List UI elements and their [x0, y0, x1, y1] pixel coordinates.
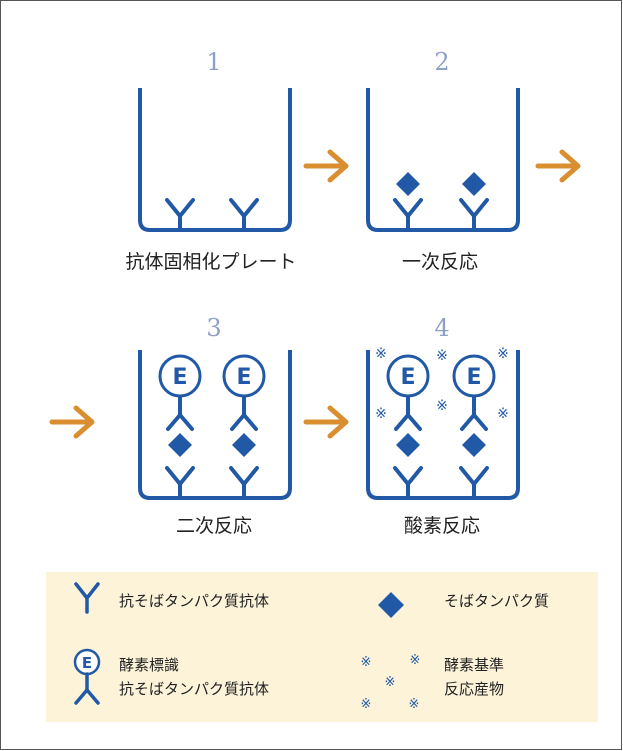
arrow-right-icon	[49, 405, 95, 439]
legend-protein-label: そばタンパク質	[444, 592, 549, 610]
substrate-product-icon: ※	[497, 346, 509, 362]
substrate-product-icon: ※	[436, 348, 448, 364]
substrate-product-icon: ※	[410, 653, 421, 668]
enzyme-letter: E	[466, 365, 481, 390]
legend-antibody-label: 抗そばタンパク質抗体	[119, 592, 269, 610]
step-4-number: 4	[434, 314, 449, 342]
capture-antibody-icon	[229, 198, 259, 232]
step-1-caption: 抗体固相化プレート	[125, 251, 296, 273]
step-3-well	[138, 350, 292, 500]
substrate-product-icon: ※	[361, 655, 372, 670]
detection-antibody-icon	[166, 413, 194, 431]
step-4-caption: 酸素反応	[404, 515, 480, 537]
substrate-product-icon: ※	[385, 675, 396, 690]
enzyme-label-icon	[452, 354, 496, 398]
protein-diamond-icon	[462, 172, 486, 196]
step-1-well	[138, 88, 292, 232]
capture-antibody-icon	[393, 198, 423, 232]
legend-box	[46, 572, 598, 722]
capture-antibody-icon	[165, 466, 195, 500]
protein-diamond-icon	[168, 433, 192, 457]
detection-antibody-icon	[460, 413, 488, 431]
antibody-icon	[74, 582, 100, 614]
substrate-product-icon: ※	[497, 406, 509, 422]
detection-antibody-icon	[230, 413, 258, 431]
capture-antibody-icon	[165, 198, 195, 232]
substrate-product-icon: ※	[375, 346, 387, 362]
protein-diamond-icon	[232, 433, 256, 457]
legend-substrate-line2: 反応産物	[444, 680, 504, 698]
enzyme-letter: E	[400, 365, 415, 390]
step-1-number: 1	[206, 48, 221, 76]
step-2-well	[366, 88, 520, 232]
enzyme-letter: E	[172, 365, 187, 390]
substrate-product-icon: ※	[409, 697, 420, 712]
enzyme-letter: E	[82, 654, 92, 672]
protein-diamond-icon	[396, 433, 420, 457]
legend-substrate-line1: 酵素基準	[444, 656, 504, 674]
capture-antibody-icon	[393, 466, 423, 500]
substrate-product-icon: ※	[375, 406, 387, 422]
protein-diamond-icon	[396, 172, 420, 196]
step-3-number: 3	[206, 314, 221, 342]
protein-diamond-icon	[462, 433, 486, 457]
step-2-caption: 一次反応	[402, 251, 478, 273]
capture-antibody-icon	[459, 198, 489, 232]
step-3-caption: 二次反応	[176, 515, 252, 537]
arrow-right-icon	[303, 405, 349, 439]
legend-enzyme-line2: 抗そばタンパク質抗体	[119, 680, 269, 698]
enzyme-antibody-icon	[74, 672, 100, 705]
capture-antibody-icon	[229, 466, 259, 500]
arrow-right-icon	[535, 149, 581, 183]
enzyme-letter: E	[236, 365, 251, 390]
step-4-well	[366, 350, 520, 500]
capture-antibody-icon	[459, 466, 489, 500]
detection-antibody-icon	[394, 413, 422, 431]
enzyme-label-icon	[222, 354, 266, 398]
arrow-right-icon	[303, 149, 349, 183]
substrate-product-icon: ※	[361, 697, 372, 712]
substrate-product-icon: ※	[436, 398, 448, 414]
step-2-number: 2	[434, 48, 449, 76]
legend-enzyme-line1: 酵素標識	[119, 656, 179, 674]
enzyme-label-icon	[386, 354, 430, 398]
protein-diamond-icon	[378, 592, 404, 618]
enzyme-label-icon	[158, 354, 202, 398]
